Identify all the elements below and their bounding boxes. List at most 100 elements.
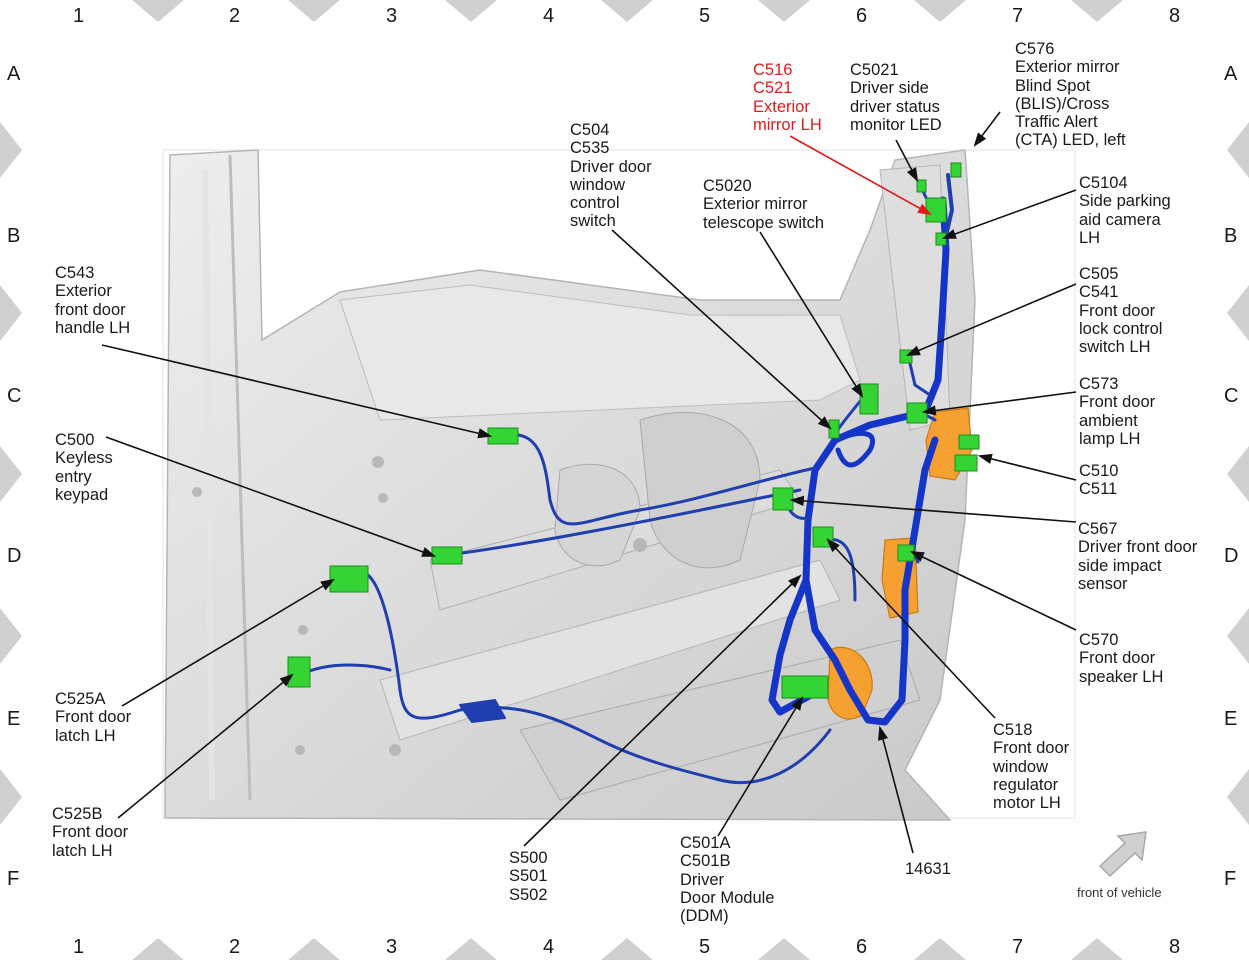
grid-marker-right-2 [1227, 446, 1249, 502]
leader-arrowhead-c5021 [906, 167, 919, 183]
callout-c510-c511: C510 C511 [1079, 462, 1119, 499]
leader-arrowhead-c573 [921, 405, 937, 416]
grid-marker-top-0 [132, 0, 184, 22]
callout-c516-c521: C516 C521 Exterior mirror LH [753, 61, 822, 134]
leader-line-c510 [979, 455, 1077, 481]
grid-marker-bottom-2 [445, 938, 497, 960]
grid-row-e-right: E [1224, 708, 1238, 730]
callout-c570: C570 Front door speaker LH [1079, 631, 1164, 686]
grid-col-4: 4 [543, 5, 555, 27]
connector-c504-c535 [828, 419, 840, 439]
leader-arrowhead-s500 [787, 574, 802, 588]
grid-col-2-bottom: 2 [229, 936, 241, 958]
grid-marker-right-4 [1227, 769, 1249, 825]
grid-row-b: B [7, 225, 21, 247]
leader-arrowhead-c5020 [851, 383, 864, 398]
connector-c525a [329, 565, 369, 593]
grid-col-3-bottom: 3 [386, 936, 398, 958]
leader-arrowhead-c525a [320, 578, 336, 591]
leader-arrowhead-c516 [917, 203, 933, 216]
grid-marker-top-3 [601, 0, 653, 22]
grid-col-6-bottom: 6 [856, 936, 868, 958]
callout-14631: 14631 [905, 860, 951, 878]
callout-c505-c541: C505 C541 Front door lock control switch… [1079, 265, 1163, 357]
leader-line-s500 [523, 575, 801, 847]
grid-row-c: C [7, 385, 22, 407]
grid-col-6: 6 [856, 5, 868, 27]
leader-arrowhead-c525b [279, 673, 294, 687]
grid-marker-top-4 [758, 0, 810, 22]
leader-arrowhead-c510 [977, 453, 993, 464]
callout-c504-c535: C504 C535 Driver door window control swi… [570, 121, 652, 231]
connector-c511 [954, 454, 978, 472]
door-body [164, 149, 976, 821]
grid-marker-left-4 [0, 769, 22, 825]
callout-s500-s502: S500 S501 S502 [509, 849, 548, 904]
connector-c573 [906, 402, 928, 424]
callout-c525a: C525A Front door latch LH [55, 690, 132, 745]
leader-arrowhead-c500 [421, 547, 437, 557]
callout-c573: C573 Front door ambient lamp LH [1079, 375, 1156, 448]
connector-c525b [287, 656, 311, 688]
connector-c5021 [916, 179, 927, 193]
leader-arrowhead-c504 [817, 416, 832, 430]
grid-marker-bottom-6 [1071, 938, 1123, 960]
grid-marker-top-6 [1071, 0, 1123, 22]
leader-line-c5104 [943, 189, 1077, 239]
callout-c500: C500 Keyless entry keypad [55, 431, 113, 504]
grid-marker-left-0 [0, 122, 22, 178]
grid-marker-top-2 [445, 0, 497, 22]
leader-arrowhead-c501 [791, 696, 804, 711]
leader-arrowhead-c570 [909, 550, 925, 562]
connector-c567 [772, 487, 794, 511]
grid-marker-bottom-0 [132, 938, 184, 960]
grid-col-7: 7 [1012, 5, 1024, 27]
leader-line-c567 [791, 499, 1077, 523]
leader-arrowhead-c576 [973, 132, 987, 147]
callout-c5104: C5104 Side parking aid camera LH [1079, 174, 1171, 247]
front-of-vehicle-label: front of vehicle [1077, 885, 1162, 900]
leader-arrowhead-c567 [789, 495, 805, 507]
grid-marker-bottom-4 [758, 938, 810, 960]
grid-col-1-bottom: 1 [73, 936, 85, 958]
callout-c5021: C5021 Driver side driver status monitor … [850, 61, 942, 134]
connector-c570 [897, 544, 915, 562]
leader-line-c573 [923, 391, 1077, 413]
wiring-harness [298, 173, 954, 785]
leader-line-c543 [101, 344, 491, 437]
grid-marker-top-5 [914, 0, 966, 22]
grid-row-b-right: B [1224, 225, 1238, 247]
connector-c576 [950, 162, 962, 178]
grid-marker-right-0 [1227, 122, 1249, 178]
grid-row-f: F [7, 868, 20, 890]
grid-row-d: D [7, 545, 22, 567]
leader-line-c525a [121, 579, 334, 707]
grid-marker-bottom-1 [288, 938, 340, 960]
grid-marker-left-1 [0, 285, 22, 341]
grid-col-8: 8 [1169, 5, 1181, 27]
callout-c567: C567 Driver front door side impact senso… [1078, 520, 1198, 593]
leader-line-c505 [907, 283, 1077, 356]
grid-marker-left-3 [0, 608, 22, 664]
grid-marker-right-1 [1227, 285, 1249, 341]
callout-c501-ddm: C501A C501B Driver Door Module (DDM) [680, 834, 775, 926]
callout-c5020: C5020 Exterior mirror telescope switch [703, 177, 825, 232]
front-of-vehicle-arrow-icon [1098, 831, 1147, 878]
grid-marker-bottom-3 [601, 938, 653, 960]
grid-col-5: 5 [699, 5, 711, 27]
grid-row-d-right: D [1224, 545, 1239, 567]
connector-c5104 [935, 232, 947, 246]
leader-arrowhead-c5104 [941, 229, 957, 239]
leader-arrowhead-w14631 [878, 725, 888, 741]
leader-arrowhead-c518 [826, 538, 840, 553]
grid-col-5-bottom: 5 [699, 936, 711, 958]
grid-marker-top-1 [288, 0, 340, 22]
leader-line-w14631 [879, 727, 914, 854]
grid-col-1: 1 [73, 5, 85, 27]
grid-col-7-bottom: 7 [1012, 936, 1024, 958]
leader-line-c500 [105, 436, 435, 557]
leader-arrowhead-c505 [905, 345, 921, 356]
